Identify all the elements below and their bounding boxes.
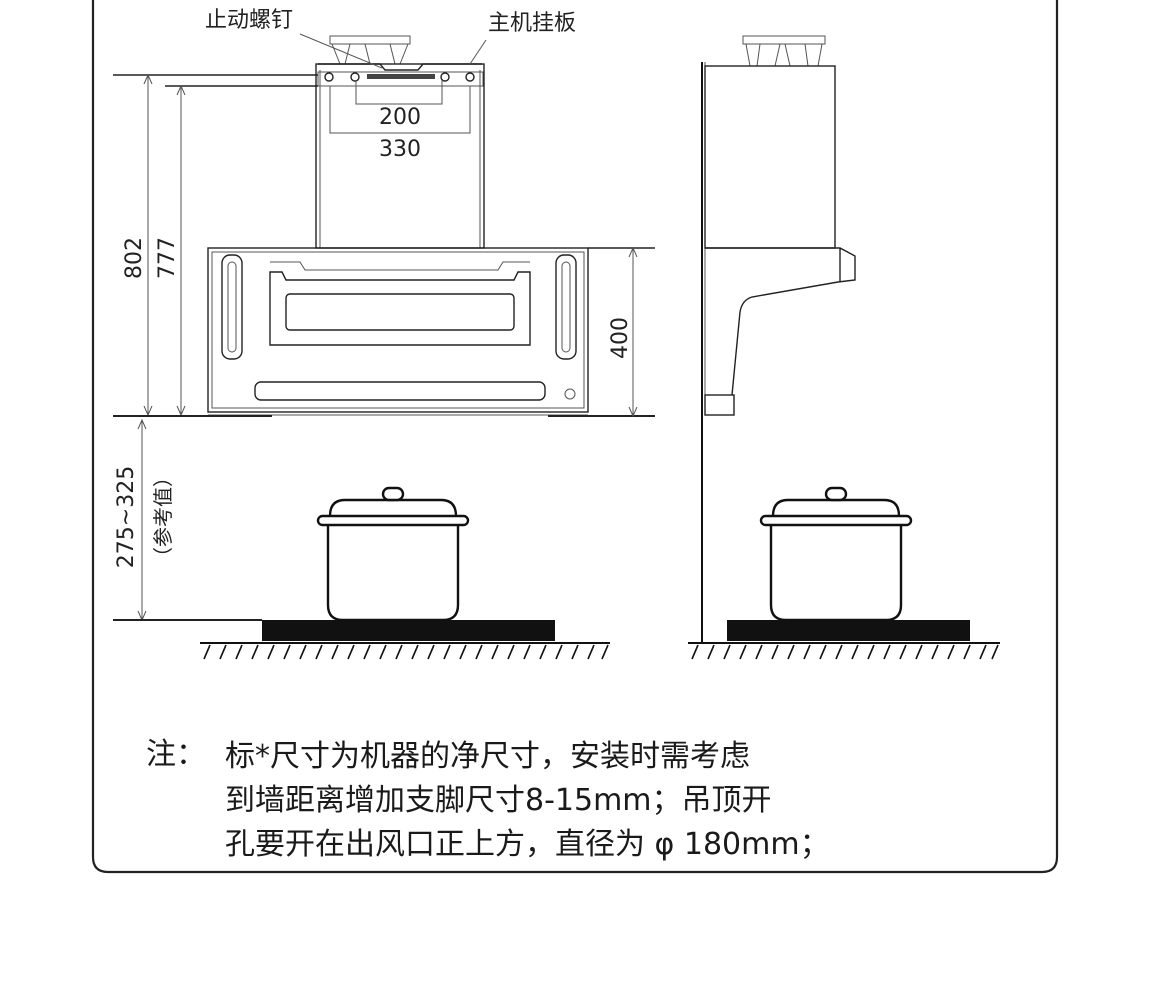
side-pot-icon bbox=[759, 486, 913, 622]
frame-border bbox=[91, 0, 1059, 874]
front-view: 200 330 802 777 bbox=[113, 8, 655, 660]
dim-200-label: 200 bbox=[379, 105, 421, 130]
dim-802: 802 bbox=[113, 73, 318, 417]
note-line: 标*尺寸为机器的净尺寸，安装时需考虑 bbox=[225, 739, 750, 774]
side-ground-hatch bbox=[688, 642, 1000, 660]
note-prefix: 注： bbox=[146, 737, 206, 772]
dim-330-bracket bbox=[329, 86, 471, 134]
stop-screw-label: 止动螺钉 bbox=[205, 8, 293, 33]
dim-777-label: 777 bbox=[155, 237, 180, 279]
side-foot bbox=[704, 394, 735, 416]
cooktop bbox=[262, 620, 555, 641]
side-top-vent bbox=[742, 35, 826, 67]
side-cooktop bbox=[727, 620, 970, 641]
dim-200-bracket bbox=[355, 80, 443, 105]
pot-icon bbox=[316, 486, 470, 622]
side-chimney bbox=[704, 65, 836, 249]
dim-777: 777 bbox=[155, 84, 318, 417]
note-line: 到墙距离增加支脚尺寸8-15mm；吊顶开 bbox=[225, 783, 772, 818]
side-view bbox=[688, 35, 1000, 660]
stop-screw-leader bbox=[299, 33, 383, 69]
ground-hatch bbox=[200, 642, 610, 660]
dim-802-label: 802 bbox=[122, 237, 147, 279]
dim-400: 400 bbox=[548, 246, 655, 418]
note-line: 孔要开在出风口正上方，直径为 φ 180mm； bbox=[225, 827, 830, 862]
clearance-label: 275~325 bbox=[114, 466, 139, 568]
mounting-plate bbox=[317, 63, 484, 87]
top-vent bbox=[329, 35, 411, 65]
dim-400-label: 400 bbox=[608, 317, 633, 359]
installation-note: 标*尺寸为机器的净尺寸，安装时需考虑 到墙距离增加支脚尺寸8-15mm；吊顶开 … bbox=[225, 735, 830, 867]
dim-cooktop-clearance: 275~325 （参考值） bbox=[114, 418, 175, 622]
hood-body bbox=[207, 247, 589, 416]
clearance-reference-label: （参考值） bbox=[151, 467, 175, 567]
mounting-plate-label: 主机挂板 bbox=[488, 11, 576, 36]
mounting-plate-leader bbox=[469, 39, 487, 65]
dim-330-label: 330 bbox=[379, 137, 421, 162]
side-hood-profile bbox=[705, 247, 856, 396]
